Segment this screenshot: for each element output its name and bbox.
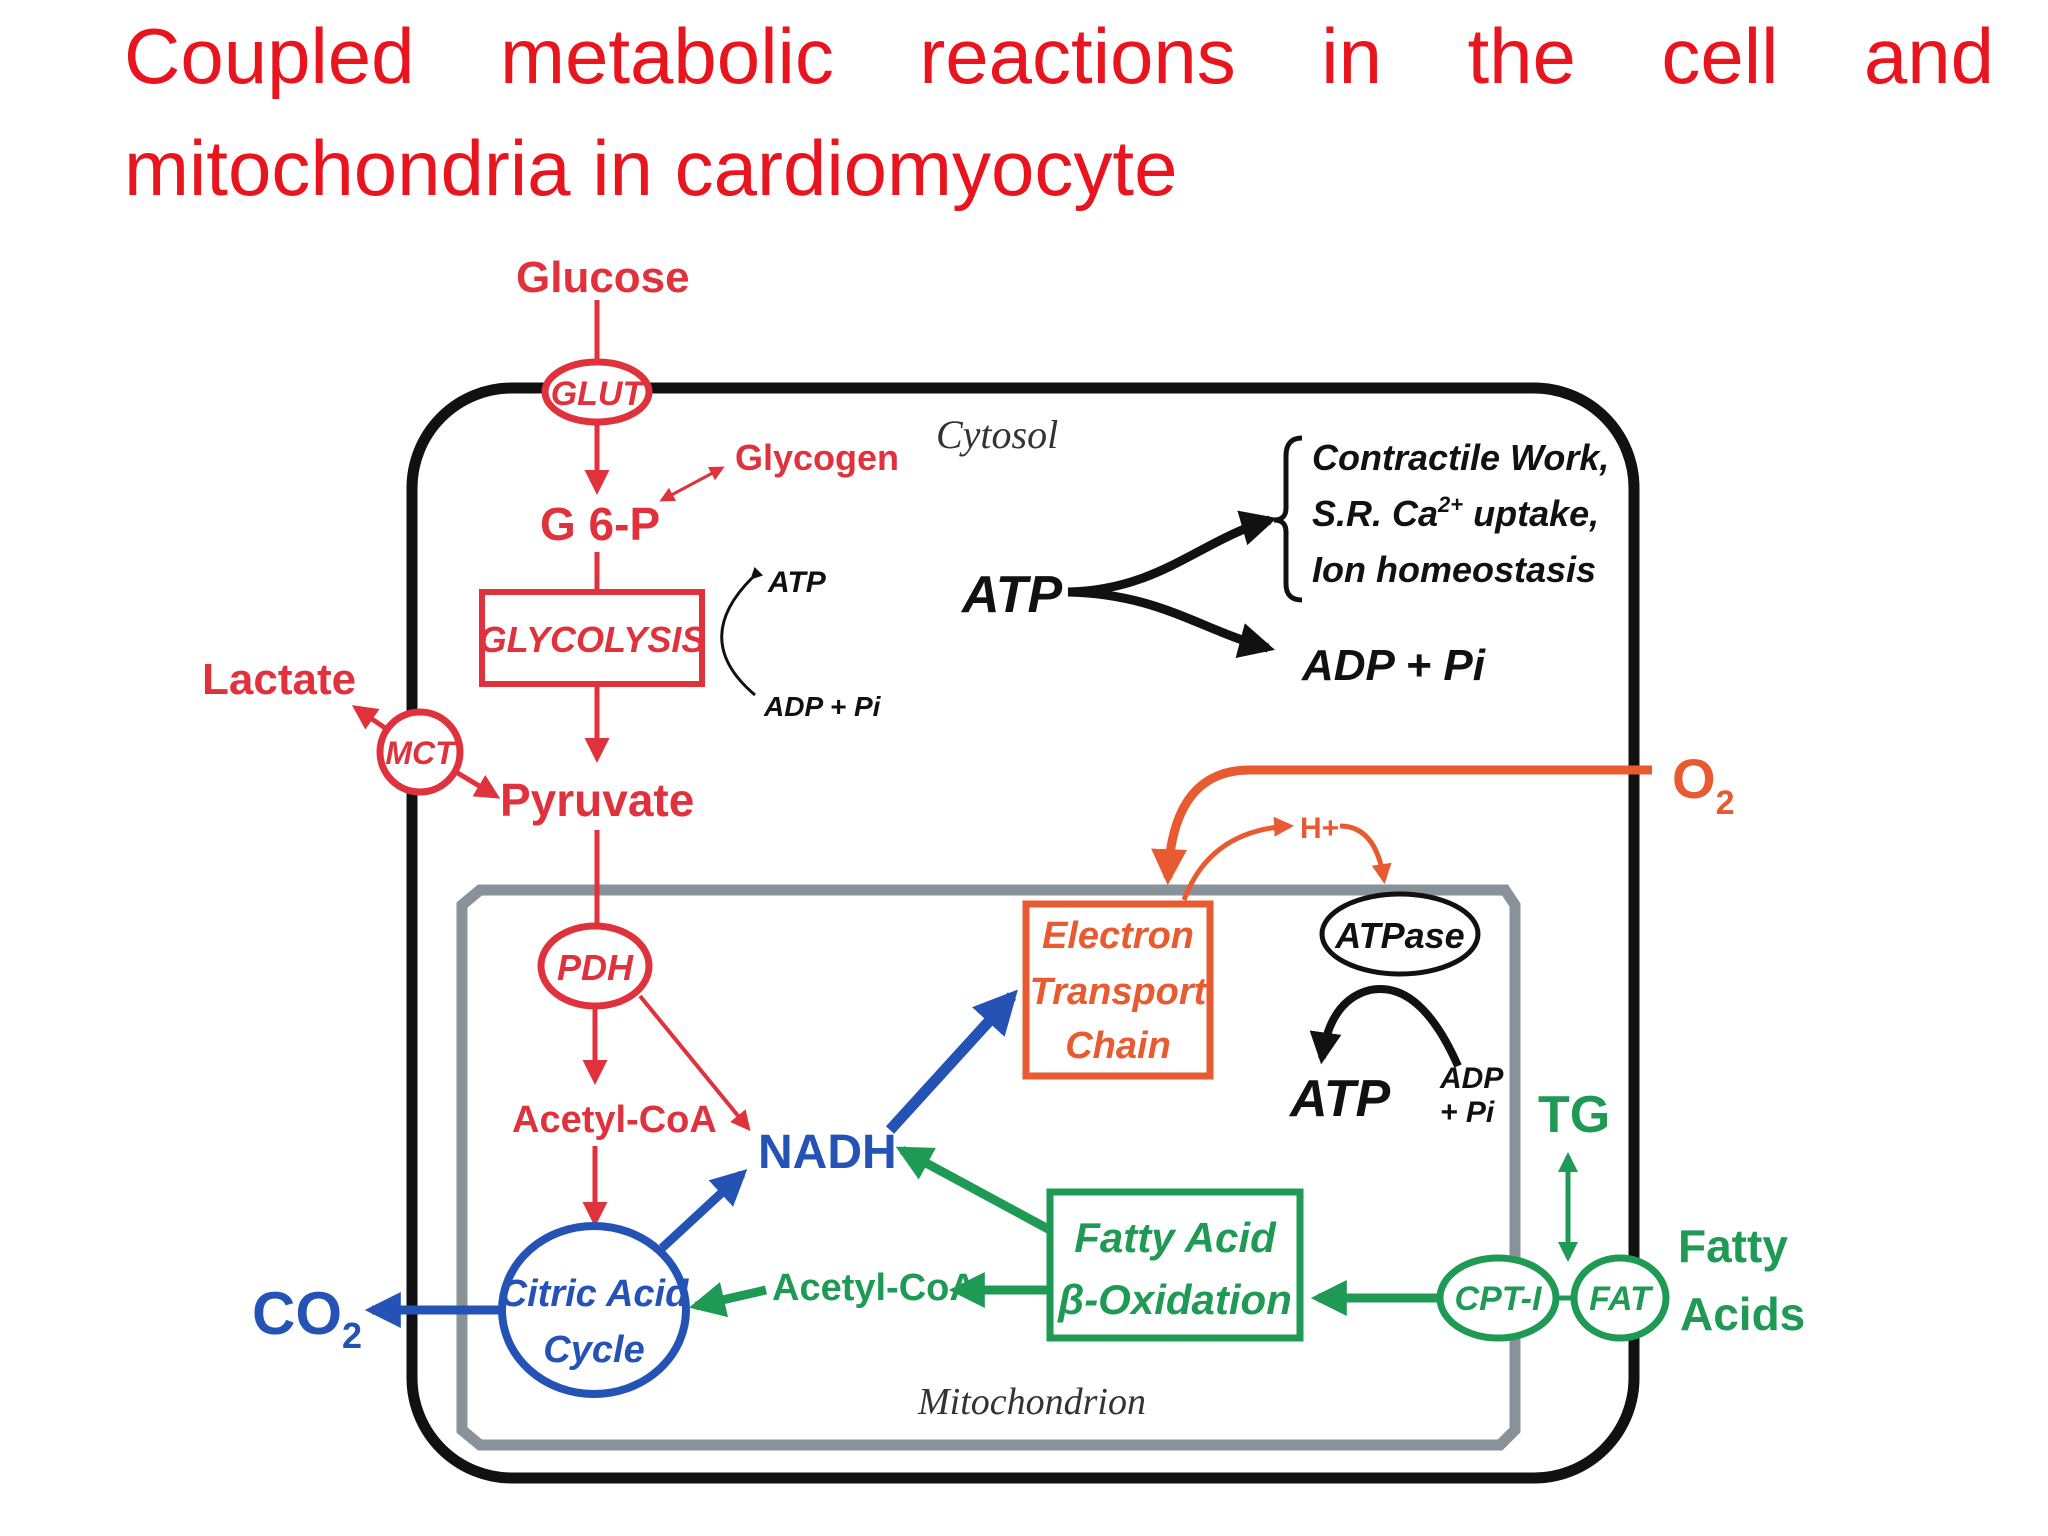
- cell-border: [406, 382, 1640, 1484]
- atp-to-work-arrow: [1067, 510, 1277, 597]
- citric-acid-cycle-oval: [498, 1222, 690, 1398]
- hplus-to-atpase-arrow: [1339, 823, 1392, 884]
- adp-mito-line1: ADP: [1439, 1062, 1504, 1095]
- fatty-acids-line2: Acids: [1680, 1288, 1805, 1340]
- o2-label: O2: [1672, 747, 1734, 822]
- citric-label-line1: Citric Acid: [500, 1273, 689, 1315]
- etc-line3: Chain: [1065, 1025, 1171, 1067]
- cpt-label: CPT-I: [1455, 1280, 1543, 1318]
- pyruvate-label: Pyruvate: [500, 774, 694, 826]
- cytosol-label: Cytosol: [936, 412, 1058, 457]
- atp-to-adp-arrow: [1067, 587, 1275, 659]
- citric-to-nadh-arrow: [658, 1169, 748, 1252]
- o2-subscript: 2: [1716, 784, 1735, 822]
- co2-subscript: 2: [342, 1315, 362, 1356]
- title-line-1: Coupled metabolic reactions in the cell …: [124, 12, 1994, 100]
- acetylcoa-red-label: Acetyl-CoA: [512, 1099, 717, 1141]
- acetylcoa-to-citric-green-arrow: [688, 1282, 768, 1318]
- glycogen-label: Glycogen: [735, 437, 899, 478]
- mct-to-pyruvate-arrow: [454, 769, 501, 799]
- etc-box: [1022, 900, 1214, 1080]
- fao-line2: β-Oxidation: [1057, 1276, 1292, 1323]
- g6p-label: G 6-P: [540, 498, 660, 550]
- atp-mito-label: ATP: [1288, 1070, 1390, 1128]
- fao-box: [1046, 1188, 1304, 1342]
- mitochondrion-border: [456, 884, 1521, 1451]
- glycolysis-atp-label: ATP: [767, 566, 827, 599]
- fat-label: FAT: [1589, 1280, 1654, 1318]
- mct-to-lactate-arrow: [351, 705, 390, 733]
- work-line2: S.R. Ca2+ uptake,: [1312, 492, 1599, 534]
- work-line3: Ion homeostasis: [1312, 549, 1596, 590]
- acetylcoa-green-label: Acetyl-CoA: [772, 1267, 977, 1309]
- ca-superscript: 2+: [1437, 492, 1463, 517]
- glut-label: GLUT: [551, 375, 647, 413]
- page-title: Coupled metabolic reactions in the cell …: [124, 0, 1994, 224]
- work-line1: Contractile Work,: [1312, 437, 1609, 478]
- atpase-oval: [1319, 891, 1481, 977]
- fatty-acids-line1: Fatty: [1678, 1220, 1788, 1272]
- pdh-label: PDH: [557, 947, 634, 988]
- adp-cytosol-label: ADP + Pi: [1301, 641, 1486, 690]
- citric-label-line2: Cycle: [543, 1329, 644, 1371]
- glycolysis-adp-label: ADP + Pi: [763, 691, 882, 722]
- glycolysis-atp-curve: [720, 566, 764, 697]
- work-bracket: [1273, 435, 1303, 603]
- tg-label: TG: [1538, 1086, 1610, 1144]
- etc-line2: Transport: [1030, 971, 1208, 1013]
- etc-line1: Electron: [1042, 915, 1194, 957]
- lactate-label: Lactate: [202, 655, 356, 704]
- fao-to-nadh-arrow: [895, 1146, 1053, 1234]
- glycolysis-label: GLYCOLYSIS: [479, 619, 706, 660]
- adp-mito-line2: + Pi: [1440, 1096, 1495, 1129]
- mitochondrion-label: Mitochondrion: [917, 1381, 1146, 1423]
- nadh-label: NADH: [758, 1126, 897, 1179]
- pdh-to-nadh-arrow: [638, 994, 751, 1132]
- co2-label: CO2: [252, 1280, 362, 1356]
- etc-to-hplus-arrow: [1181, 816, 1294, 901]
- mct-circle: [376, 708, 464, 796]
- atp-cytosol-label: ATP: [960, 566, 1062, 624]
- o2-to-etc-arrow: [1151, 765, 1652, 886]
- g6p-glycogen-arrow: [659, 466, 725, 502]
- mct-label: MCT: [385, 735, 457, 771]
- hplus-label: H+: [1300, 812, 1339, 845]
- title-line-2: mitochondria in cardiomyocyte: [124, 124, 1178, 212]
- fao-line1: Fatty Acid: [1074, 1214, 1277, 1261]
- nadh-to-etc-arrow: [885, 989, 1018, 1134]
- atpase-cycle-arrow: [1309, 985, 1462, 1068]
- atpase-label: ATPase: [1334, 915, 1464, 956]
- glycolysis-box: [479, 589, 705, 687]
- glucose-label: Glucose: [516, 253, 690, 302]
